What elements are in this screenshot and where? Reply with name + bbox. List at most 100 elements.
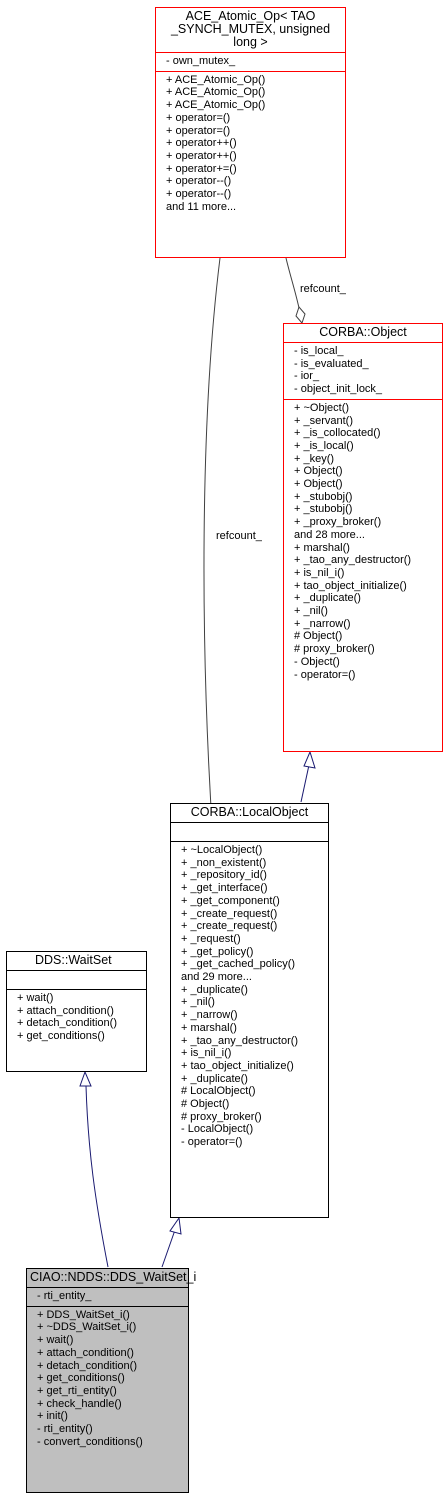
edge-label-refcount-top: refcount_ xyxy=(300,283,346,295)
attribute: - is_evaluated_ xyxy=(294,357,369,370)
title-line: _SYNCH_MUTEX, unsigned xyxy=(170,22,331,36)
method: + ~DDS_WaitSet_i() xyxy=(37,1321,137,1334)
method: + operator++() xyxy=(166,149,237,162)
methods-section: + ~LocalObject() + _non_existent() + _re… xyxy=(171,842,328,1152)
method: + _narrow() xyxy=(294,617,351,630)
arrow-object xyxy=(303,750,316,769)
method: + is_nil_i() xyxy=(294,566,345,579)
method: + marshal() xyxy=(181,1021,237,1034)
method: # Object() xyxy=(294,630,343,643)
method: + ~LocalObject() xyxy=(181,844,263,856)
method: - LocalObject() xyxy=(181,1123,254,1136)
class-title: CORBA::LocalObject xyxy=(190,805,309,819)
method: + _create_request() xyxy=(181,920,278,933)
edge-label-refcount-left: refcount_ xyxy=(216,530,262,542)
method: + _create_request() xyxy=(181,907,278,920)
edge-ace-to-localobject xyxy=(203,257,221,841)
method: and 11 more... xyxy=(166,200,237,213)
method: + wait() xyxy=(37,1334,74,1347)
attribute: - rti_entity_ xyxy=(37,1290,92,1302)
method: # LocalObject() xyxy=(181,1085,256,1098)
method: + _is_local() xyxy=(294,439,354,452)
arrow-localobject xyxy=(169,1216,182,1235)
attributes-section xyxy=(171,823,328,841)
method: + ACE_Atomic_Op() xyxy=(166,99,266,112)
method: + _proxy_broker() xyxy=(294,516,382,529)
method: - rti_entity() xyxy=(37,1423,93,1436)
method: + ACE_Atomic_Op() xyxy=(166,86,266,99)
method: and 29 more... xyxy=(181,971,252,984)
attributes-section xyxy=(7,971,146,989)
method: + Object() xyxy=(294,478,343,491)
method: + _nil() xyxy=(181,996,215,1009)
method: + get_conditions() xyxy=(17,1030,105,1043)
method: + tao_object_initialize() xyxy=(181,1059,294,1072)
method: + Object() xyxy=(294,465,343,478)
method: + _narrow() xyxy=(181,1009,238,1022)
method: - Object() xyxy=(294,655,340,668)
method: + _get_component() xyxy=(181,894,280,907)
method: + attach_condition() xyxy=(37,1346,134,1359)
method: + operator++() xyxy=(166,137,237,150)
class-dds-waitset[interactable]: DDS::WaitSet + wait() + attach_condition… xyxy=(6,951,147,1072)
method: + tao_object_initialize() xyxy=(294,579,407,592)
edge-ciao-to-waitset xyxy=(85,1085,109,1268)
attributes-section: - rti_entity_ xyxy=(27,1288,188,1306)
method: + operator+=() xyxy=(166,162,237,175)
method: + init() xyxy=(37,1410,68,1423)
diamond-object xyxy=(295,306,306,324)
method: - operator=() xyxy=(294,668,356,681)
attributes-section: - own_mutex_ xyxy=(156,53,345,71)
title-line: ACE_Atomic_Op< TAO xyxy=(185,9,316,23)
method: + ~Object() xyxy=(294,401,350,414)
method: + wait() xyxy=(17,992,54,1004)
method: + _tao_any_destructor() xyxy=(294,554,412,567)
method: - operator=() xyxy=(181,1136,243,1149)
attribute: - object_init_lock_ xyxy=(294,383,383,396)
edge-ace-to-object xyxy=(285,257,300,309)
class-ciao-dds-waitset-i[interactable]: CIAO::NDDS::DDS_WaitSet_i - rti_entity_ … xyxy=(26,1268,197,1493)
methods-section: + DDS_WaitSet_i() + ~DDS_WaitSet_i() + w… xyxy=(27,1307,188,1452)
method: + operator--() xyxy=(166,188,232,201)
method: # proxy_broker() xyxy=(294,643,375,656)
class-title: DDS::WaitSet xyxy=(35,953,112,967)
method: + _stubobj() xyxy=(294,503,353,516)
attribute: - ior_ xyxy=(294,370,320,383)
class-ace-atomic-op[interactable]: ACE_Atomic_Op< TAO _SYNCH_MUTEX, unsigne… xyxy=(155,7,346,258)
arrow-waitset xyxy=(79,1070,92,1087)
class-title: CIAO::NDDS::DDS_WaitSet_i xyxy=(30,1270,197,1284)
method: # Object() xyxy=(181,1098,230,1111)
method: + _key() xyxy=(294,452,335,465)
method: + check_handle() xyxy=(37,1397,122,1410)
method: + DDS_WaitSet_i() xyxy=(37,1308,130,1321)
class-corba-object[interactable]: CORBA::Object - is_local_ - is_evaluated… xyxy=(283,323,443,752)
method: + _nil() xyxy=(294,605,328,618)
method: + get_conditions() xyxy=(37,1372,125,1385)
methods-section: + ~Object() + _servant() + _is_collocate… xyxy=(284,400,442,684)
method: + _get_cached_policy() xyxy=(181,958,296,971)
attribute: - own_mutex_ xyxy=(166,55,236,67)
method: + detach_condition() xyxy=(37,1359,137,1372)
method: + detach_condition() xyxy=(17,1017,117,1030)
class-title: CORBA::Object xyxy=(319,325,407,339)
method: + is_nil_i() xyxy=(181,1047,232,1060)
method: + _request() xyxy=(181,932,241,945)
method: + ACE_Atomic_Op() xyxy=(166,73,266,86)
method: + _get_policy() xyxy=(181,945,254,958)
class-corba-localobject[interactable]: CORBA::LocalObject + ~LocalObject() + _n… xyxy=(170,803,329,1218)
attribute: - is_local_ xyxy=(294,345,344,357)
method: + _is_collocated() xyxy=(294,427,381,440)
method: + operator--() xyxy=(166,175,232,188)
method: + _duplicate() xyxy=(181,983,248,996)
method: + attach_condition() xyxy=(17,1004,114,1017)
method: + marshal() xyxy=(294,541,350,554)
method: + _stubobj() xyxy=(294,490,353,503)
methods-section: + wait() + attach_condition() + detach_c… xyxy=(7,990,146,1046)
method: + get_rti_entity() xyxy=(37,1384,117,1397)
attributes-section: - is_local_ - is_evaluated_ - ior_ - obj… xyxy=(284,343,442,399)
edge-ciao-to-localobject xyxy=(161,1229,176,1268)
edge-localobject-to-object xyxy=(300,764,310,803)
method: and 28 more... xyxy=(294,528,365,541)
